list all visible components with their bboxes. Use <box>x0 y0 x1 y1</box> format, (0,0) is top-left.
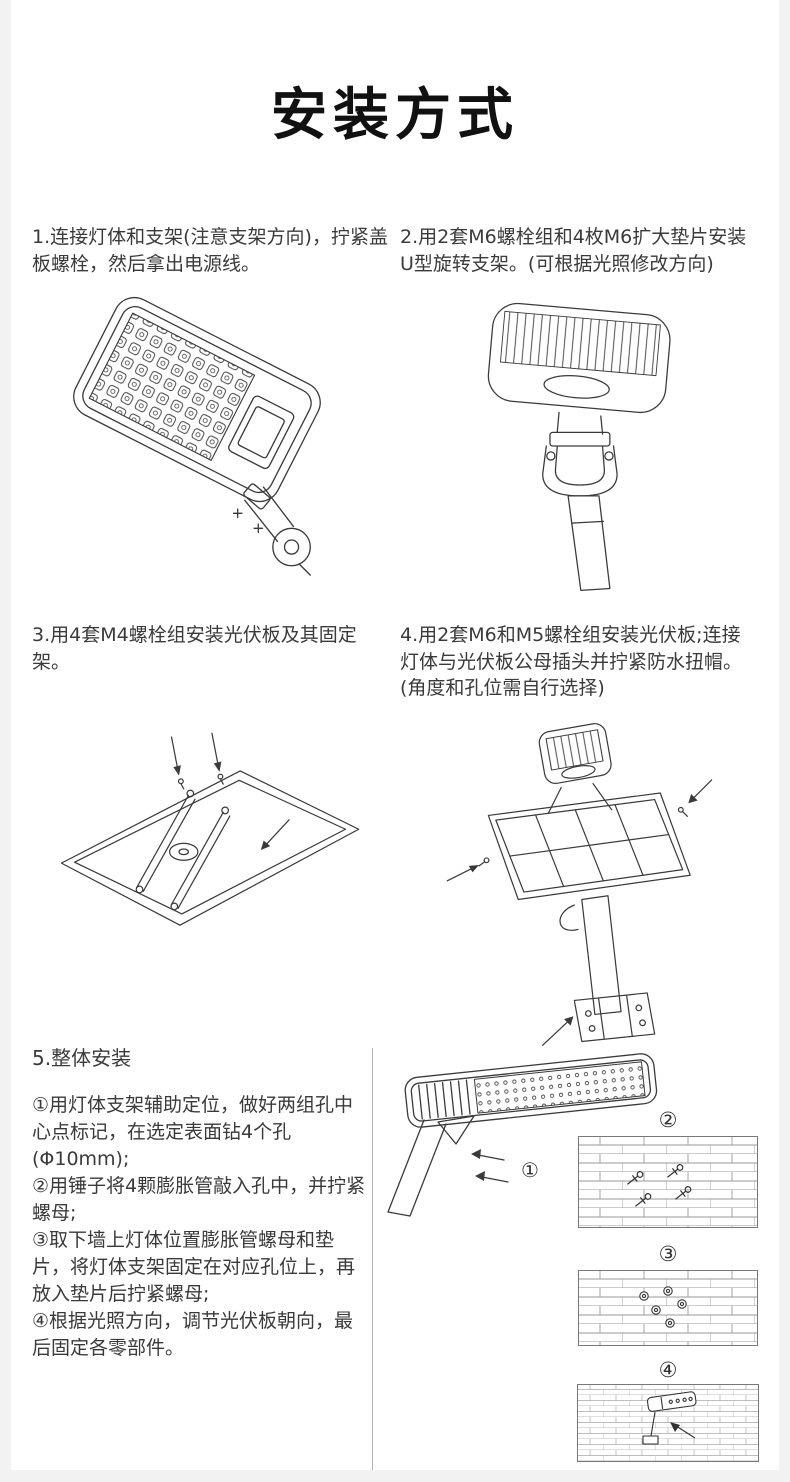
step-2-section: 2.用2套M6螺栓组和4枚M6扩大垫片安装U型旋转支架。(可根据光照修改方向) <box>400 224 758 596</box>
substep-4: ④根据光照方向，调节光伏板朝向，最后固定各零部件。 <box>32 1309 354 1359</box>
step-4-section: 4.用2套M6和M5螺栓组安装光伏板;连接灯体与光伏板公母插头并拧紧防水扭帽。(… <box>400 622 758 1062</box>
page-edge-left <box>0 0 11 1482</box>
brick-wall-bolts-icon <box>578 1136 758 1228</box>
brick-wall-mounted-lamp-icon <box>577 1384 759 1462</box>
substep-2: ②用锤子将4颗膨胀管敲入孔中，并拧紧螺母; <box>32 1174 366 1224</box>
step-1-section: 1.连接灯体和支架(注意支架方向)，拧紧盖板螺栓，然后拿出电源线。 <box>32 224 390 596</box>
step-5-substeps: ①用灯体支架辅助定位，做好两组孔中心点标记，在选定表面钻4个孔(Φ10mm); … <box>32 1092 370 1362</box>
step-3-section: 3.用4套M4螺栓组安装光伏板及其固定架。 <box>32 622 390 1062</box>
step-5-wall-4-figure <box>577 1384 759 1462</box>
step-5-heading: 5.整体安装 <box>32 1046 132 1070</box>
step-1-text: 1.连接灯体和支架(注意支架方向)，拧紧盖板螺栓，然后拿出电源线。 <box>32 226 388 275</box>
marker-4-label: ④ <box>658 1358 678 1382</box>
substep-1: ①用灯体支架辅助定位，做好两组孔中心点标记，在选定表面钻4个孔(Φ10mm); <box>32 1094 354 1170</box>
solar-panel-flat-icon <box>60 732 360 926</box>
marker-3-label: ③ <box>658 1242 678 1266</box>
step-4-figure <box>400 722 758 1062</box>
step-2-figure <box>400 296 758 596</box>
street-lamp-front-icon <box>73 296 321 576</box>
step-3-text: 3.用4套M4螺栓组安装光伏板及其固定架。 <box>32 624 357 673</box>
step-2-text: 2.用2套M6螺栓组和4枚M6扩大垫片安装U型旋转支架。(可根据光照修改方向) <box>400 226 747 275</box>
step-5-section: 5.整体安装 ①用灯体支架辅助定位，做好两组孔中心点标记，在选定表面钻4个孔(Φ… <box>0 1032 790 1482</box>
lamp-rear-u-bracket-icon <box>487 302 671 591</box>
step-5-wall-3-figure <box>578 1270 758 1346</box>
step-5-wall-2-figure <box>578 1136 758 1228</box>
marker-1-label: ① <box>521 1158 539 1182</box>
section-divider-line <box>372 1048 373 1478</box>
page-edge-bottom <box>0 1470 790 1482</box>
substep-3: ③取下墙上灯体位置膨胀管螺母和垫片，将灯体支架固定在对应孔位上，再放入垫片后拧紧… <box>32 1228 356 1305</box>
page-edge-right <box>779 0 790 1482</box>
page-title: 安装方式 <box>271 83 519 148</box>
brick-wall-nuts-icon <box>578 1270 758 1346</box>
step-3-figure <box>32 722 390 1062</box>
step-1-figure <box>32 296 390 596</box>
marker-2-label: ② <box>658 1108 678 1132</box>
step-4-text: 4.用2套M6和M5螺栓组安装光伏板;连接灯体与光伏板公母插头并拧紧防水扭帽。(… <box>400 624 743 700</box>
steps-grid: 1.连接灯体和支架(注意支架方向)，拧紧盖板螺栓，然后拿出电源线。 <box>32 224 758 1062</box>
step-5-lamp-figure: ① <box>376 1040 666 1225</box>
wall-mounted-lamp-icon: ① <box>387 1053 658 1217</box>
solar-panel-on-pole-icon <box>446 723 713 1046</box>
